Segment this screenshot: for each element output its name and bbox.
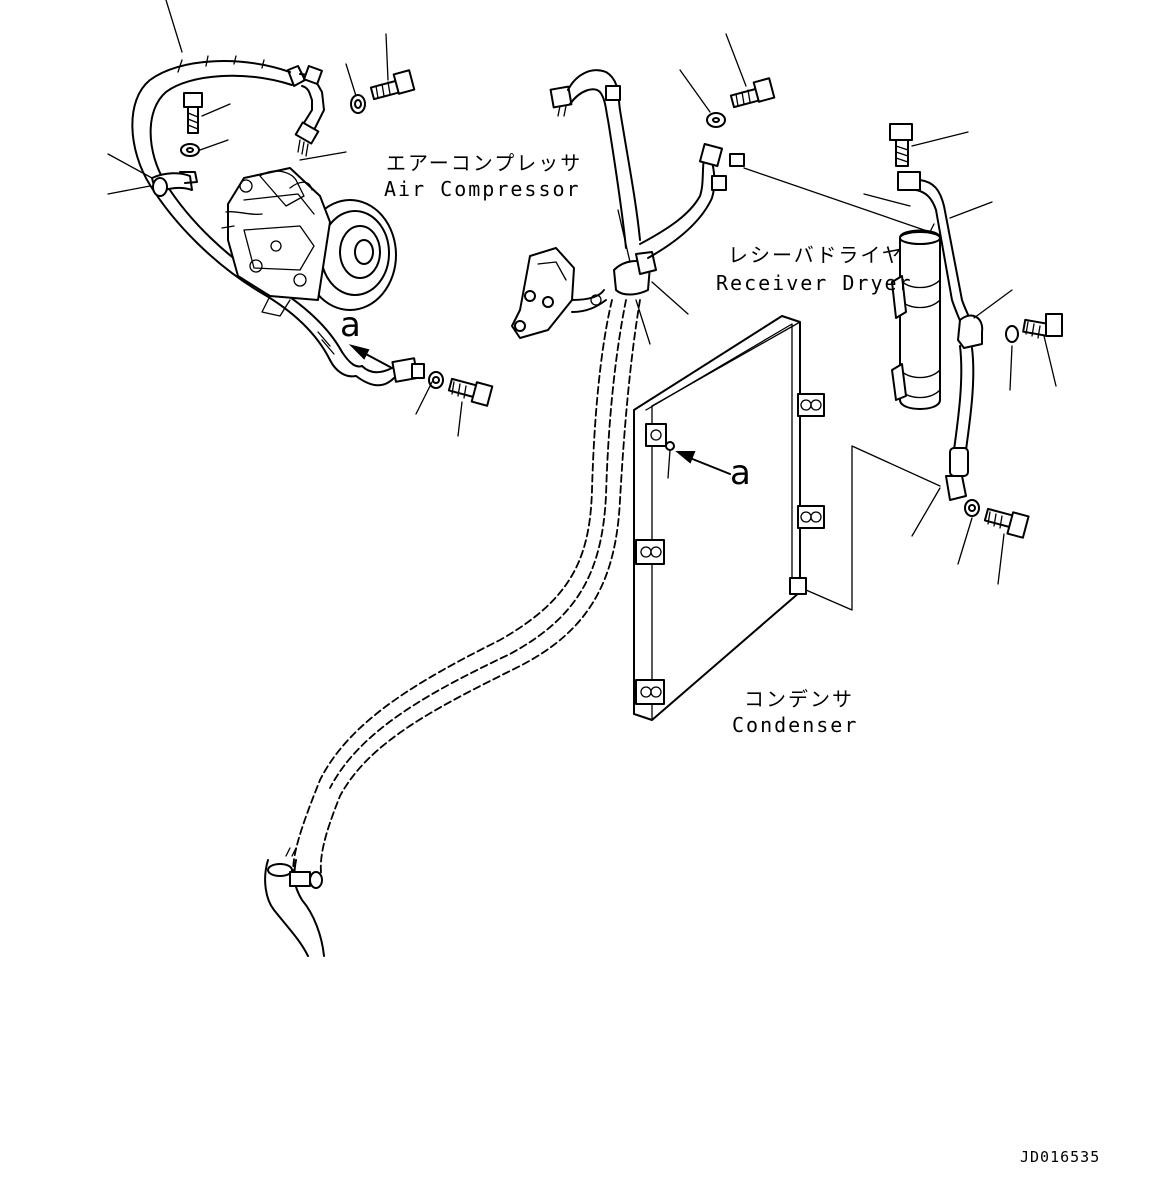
drawing-code: JD016535 <box>1020 1148 1100 1166</box>
detail-arrow-condenser: a <box>667 449 751 493</box>
middle-bolt <box>706 77 776 128</box>
dryer-bolt-lower <box>964 499 1030 539</box>
condenser <box>633 315 825 721</box>
leader-lines-right <box>863 131 1057 585</box>
leader-lines-middle <box>617 33 747 345</box>
air-compressor-label-en: Air Compressor <box>384 177 581 201</box>
receiver-dryer-label-jp: レシーバドライヤ <box>728 243 904 267</box>
detail-arrow-left: a <box>340 305 393 369</box>
detail-marker-a-left: a <box>340 305 361 345</box>
receiver-dryer <box>891 223 941 410</box>
air-compressor <box>221 167 397 317</box>
air-compressor-label-jp: エアーコンプレッサ <box>386 151 582 175</box>
connection-lines <box>805 445 941 611</box>
compressor-hose <box>131 55 425 387</box>
condenser-label-jp: コンデンサ <box>744 687 854 711</box>
dryer-bolt-top <box>889 123 913 167</box>
detail-marker-a-condenser: a <box>730 453 751 493</box>
compressor-mounting-bolt <box>180 92 203 157</box>
hose-bracket <box>511 247 607 339</box>
leader-lines-left <box>107 0 463 437</box>
dryer-outlet-pipe <box>897 171 984 501</box>
dryer-bolt-middle <box>1005 313 1063 343</box>
lower-hose-bolt <box>428 371 494 407</box>
hose-fitting-bolt <box>350 69 416 114</box>
discharge-hose <box>264 69 657 957</box>
condenser-label-en: Condenser <box>732 713 858 737</box>
receiver-dryer-label-en: Receiver Dryer <box>716 271 913 295</box>
condenser-outlet-pipe <box>639 142 931 259</box>
